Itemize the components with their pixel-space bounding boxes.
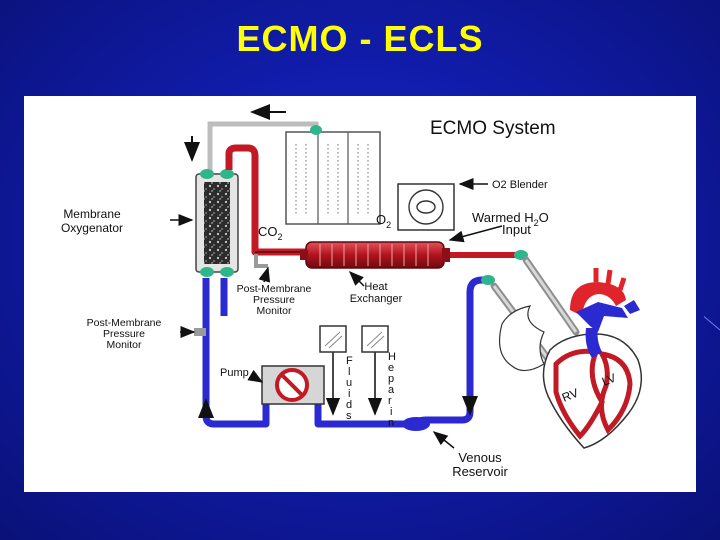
post-membrane-monitor-pointer bbox=[258, 266, 271, 283]
ecmo-diagram: ECMO System Membrane Oxygenator CO2 O2 O… bbox=[61, 104, 643, 479]
label-fluids: F l u i d s bbox=[346, 355, 353, 422]
label-rv: RV bbox=[560, 386, 580, 405]
arterial-tubing-loop bbox=[225, 144, 306, 256]
roller-pump bbox=[261, 365, 325, 405]
svg-text:H: H bbox=[388, 351, 396, 363]
label-venous: Venous bbox=[458, 450, 502, 465]
label-left-monitor-1: Post-Membrane bbox=[87, 317, 162, 329]
label-membrane: Membrane bbox=[63, 207, 121, 221]
label-heparin: H e p a r i n bbox=[388, 351, 396, 429]
label-left-monitor-2: Pressure bbox=[103, 328, 145, 340]
label-oxygenator: Oxygenator bbox=[61, 221, 123, 235]
svg-text:F: F bbox=[346, 355, 353, 367]
svg-text:p: p bbox=[388, 373, 394, 385]
heart-illustration bbox=[499, 268, 643, 449]
label-o2: O2 bbox=[376, 212, 391, 230]
svg-text:d: d bbox=[346, 399, 352, 411]
label-left-monitor-3: Monitor bbox=[106, 339, 142, 351]
heat-exchanger bbox=[300, 241, 450, 269]
venous-connector bbox=[481, 275, 495, 285]
pre-oxygenator-port bbox=[194, 328, 206, 336]
svg-text:s: s bbox=[346, 410, 352, 422]
pump-pointer bbox=[247, 369, 264, 383]
o2-blender bbox=[397, 183, 455, 231]
svg-text:u: u bbox=[346, 377, 352, 389]
venous-reservoir-pointer bbox=[432, 431, 455, 449]
heparin-bag bbox=[361, 325, 389, 416]
label-heat: Heat bbox=[364, 281, 387, 293]
label-post-membrane-2: Pressure bbox=[253, 294, 295, 306]
membrane-oxygenator bbox=[195, 169, 239, 277]
gas-flowmeter-block bbox=[285, 125, 381, 225]
label-reservoir: Reservoir bbox=[452, 464, 508, 479]
label-pump: Pump bbox=[220, 367, 249, 379]
svg-text:i: i bbox=[348, 388, 350, 400]
label-exchanger: Exchanger bbox=[350, 293, 403, 305]
heat-exchanger-pointer bbox=[348, 270, 365, 287]
diagram-title: ECMO System bbox=[430, 118, 556, 139]
warmed-water-pointer bbox=[448, 225, 503, 243]
venous-reservoir bbox=[402, 417, 430, 431]
post-membrane-port bbox=[254, 254, 268, 268]
svg-text:n: n bbox=[388, 417, 394, 429]
svg-text:l: l bbox=[348, 366, 350, 378]
svg-text:i: i bbox=[390, 406, 392, 418]
slide-title: ECMO - ECLS bbox=[236, 18, 484, 59]
label-warmed-h2o: Warmed H2O bbox=[472, 210, 549, 228]
label-input: Input bbox=[502, 222, 531, 237]
label-o2-blender: O2 Blender bbox=[492, 179, 548, 191]
label-post-membrane-3: Monitor bbox=[256, 305, 292, 317]
svg-text:a: a bbox=[388, 384, 395, 396]
decorative-line bbox=[703, 316, 720, 334]
ecmo-diagram-panel: ECMO System Membrane Oxygenator CO2 O2 O… bbox=[24, 96, 696, 492]
label-lv: LV bbox=[600, 371, 618, 389]
label-post-membrane-1: Post-Membrane bbox=[237, 283, 312, 295]
label-co2: CO2 bbox=[258, 224, 283, 242]
svg-text:e: e bbox=[388, 362, 394, 374]
svg-text:r: r bbox=[388, 395, 392, 407]
fluids-bag bbox=[319, 325, 347, 416]
